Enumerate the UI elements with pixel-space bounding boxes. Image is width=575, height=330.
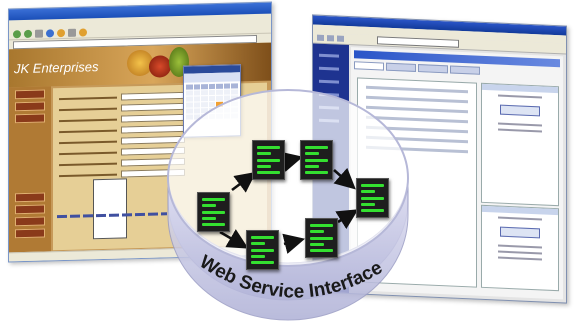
- service-node-4[interactable]: [356, 178, 389, 218]
- service-node-1[interactable]: [197, 192, 230, 232]
- arrow-3-to-4: [333, 167, 356, 190]
- service-node-3[interactable]: [300, 140, 333, 180]
- arrow-1-to-2: [231, 171, 257, 193]
- arrow-1-to-5: [219, 229, 249, 249]
- connection-arrows: [219, 151, 359, 254]
- arrow-5-to-6: [282, 233, 306, 254]
- arrow-6-to-4: [335, 209, 359, 230]
- service-node-5[interactable]: [246, 230, 279, 270]
- service-node-2[interactable]: [252, 140, 285, 180]
- service-node-6[interactable]: [305, 218, 338, 258]
